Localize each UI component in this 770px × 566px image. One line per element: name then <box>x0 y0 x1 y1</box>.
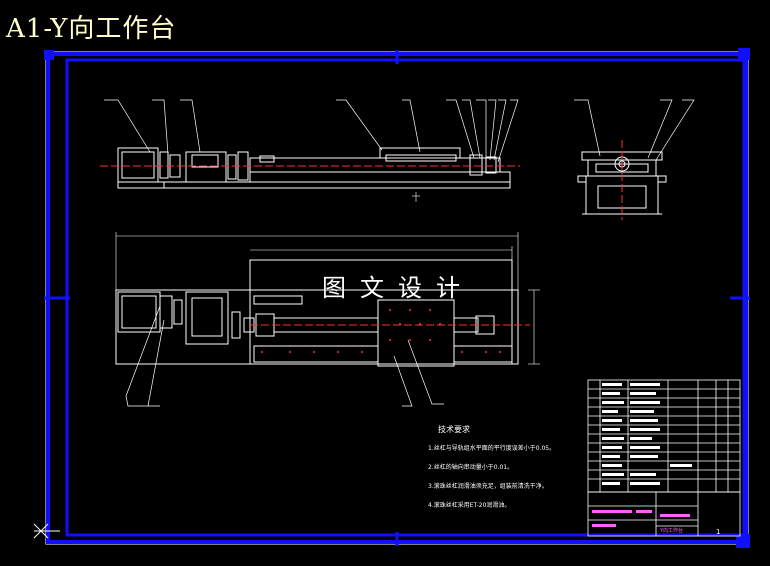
watermark-text: 图文设计 <box>322 274 474 302</box>
parts-list <box>587 379 741 493</box>
technical-notes: 技术要求 1.丝杠与导轨组水平面的平行度误差小于0.05。 2.丝杠的轴向串动量… <box>428 420 555 515</box>
sheet-number: 1 <box>716 528 721 536</box>
grip-tr <box>738 48 750 60</box>
title-block-drawing-name: Y向工作台 <box>660 528 684 534</box>
note-item: 1.丝杠与导轨组水平面的平行度误差小于0.05。 <box>428 445 556 452</box>
front-view <box>117 147 511 189</box>
front-view-dim <box>412 192 420 202</box>
note-item: 2.丝杠的轴向串动量小于0.01。 <box>428 464 514 471</box>
note-item: 3.滚珠丝杠润滑油须充足，组装前清洗干净。 <box>428 483 548 490</box>
title-block <box>587 491 741 537</box>
top-view-leaders <box>125 305 444 407</box>
side-view-leaders <box>574 99 695 161</box>
side-view <box>577 151 667 215</box>
notes-heading: 技术要求 <box>438 425 470 434</box>
top-view-marks <box>261 309 501 353</box>
top-dimensions <box>115 232 540 365</box>
note-item: 4.滚珠丝杠采用ET-20润滑油。 <box>428 502 511 509</box>
grip-br <box>736 534 750 548</box>
drawing-title: A1-Y向工作台 <box>6 14 177 44</box>
front-view-leaders <box>104 99 519 163</box>
title-block-magenta <box>592 510 690 527</box>
parts-list-text <box>602 383 692 485</box>
grip-tl <box>44 50 54 60</box>
